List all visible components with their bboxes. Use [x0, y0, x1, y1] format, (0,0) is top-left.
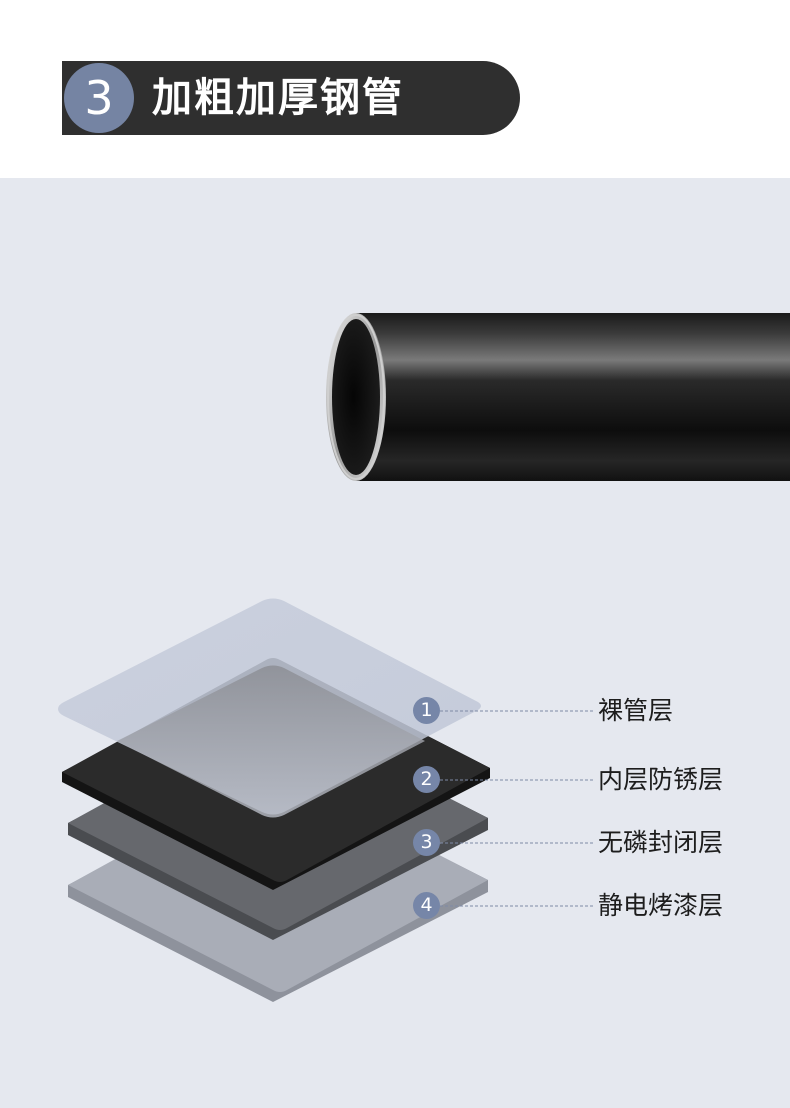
- layer-4-marker: 4: [413, 892, 440, 919]
- page-title: 加粗加厚钢管: [152, 75, 404, 121]
- leader-lines: [440, 710, 594, 907]
- layer-2-label: 内层防锈层: [598, 765, 724, 794]
- layer-4-label: 静电烤漆层: [598, 891, 724, 920]
- steel-pipe-image: [326, 313, 790, 481]
- layer-2-marker: 2: [413, 766, 440, 793]
- layer-1-label: 裸管层: [598, 696, 674, 725]
- layer-3-marker: 3: [413, 829, 440, 856]
- layer-1-marker: 1: [413, 697, 440, 724]
- header-section: 3 加粗加厚钢管: [0, 0, 790, 178]
- section-number-badge: 3: [64, 63, 134, 133]
- layer-3-label: 无磷封闭层: [598, 828, 724, 857]
- layer-1-shape: [58, 598, 481, 818]
- title-bar: [62, 61, 520, 135]
